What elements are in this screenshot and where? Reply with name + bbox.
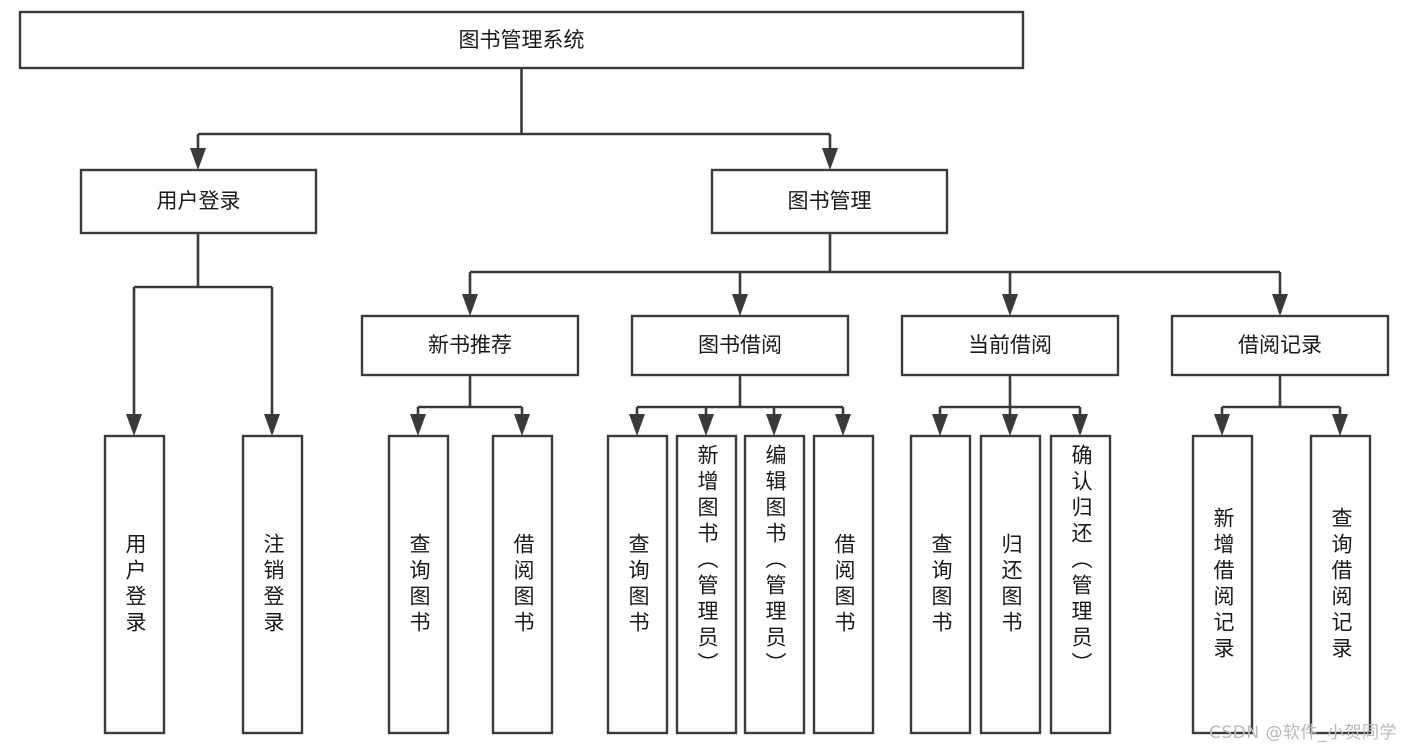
connector-group-new-book (410, 375, 530, 436)
node-current-borrow-rect[interactable] (900, 314, 1120, 377)
leaf-box-book-borrow-4[interactable] (812, 434, 875, 735)
node-root-rect[interactable] (18, 10, 1025, 70)
node-book-borrow-label: 图书借阅 (698, 333, 782, 357)
leaf-box-book-borrow-3[interactable] (743, 434, 806, 735)
node-book-manage-rect[interactable] (710, 168, 949, 235)
connector-group-current-borrow (932, 375, 1088, 436)
leaf-box-new-book-2[interactable] (491, 434, 554, 735)
node-borrow-records-rect[interactable] (1170, 314, 1390, 377)
arrow-head-newbook-1 (410, 414, 426, 436)
arrow-head-bookmanage-4 (1272, 294, 1288, 316)
leaf-box-book-borrow-2[interactable] (675, 434, 738, 735)
leaf-box-borrow-records-1[interactable] (1191, 434, 1254, 735)
connector-group-book-borrow (629, 375, 851, 436)
leaf-box-current-borrow-2[interactable] (979, 434, 1042, 735)
leaf-box-user-login-1[interactable] (103, 434, 166, 735)
leaf-box-new-book-1[interactable] (387, 434, 450, 735)
arrow-head-borrowrecords-1 (1214, 414, 1230, 436)
node-current-borrow-label: 当前借阅 (968, 333, 1052, 357)
arrow-head-userlogin-2 (264, 414, 280, 436)
connector-group-book-manage (462, 233, 1288, 316)
arrow-head-root-2 (822, 148, 838, 170)
leaf-box-current-borrow-1[interactable] (909, 434, 972, 735)
arrow-head-bookborrow-3 (766, 414, 782, 436)
arrow-head-currentborrow-1 (932, 414, 948, 436)
arrow-head-borrowrecords-2 (1332, 414, 1348, 436)
node-user-login[interactable]: 用户登录 (79, 168, 318, 235)
node-user-login-rect[interactable] (79, 168, 318, 235)
node-new-book-recommend-label: 新书推荐 (428, 333, 512, 357)
connector-group-user-login (126, 233, 280, 436)
arrow-head-bookmanage-2 (732, 294, 748, 316)
arrow-head-userlogin-1 (126, 414, 142, 436)
arrow-head-newbook-2 (514, 414, 530, 436)
leaf-box-borrow-records-2[interactable] (1309, 434, 1372, 735)
leaf-box-user-login-2[interactable] (241, 434, 304, 735)
connector-group-borrow-records (1214, 375, 1348, 436)
node-book-manage-label: 图书管理 (788, 189, 872, 213)
node-new-book-recommend-rect[interactable] (360, 314, 580, 377)
watermark-text: CSDN @软件_小贺同学 (1209, 723, 1397, 743)
arrow-head-root-1 (190, 148, 206, 170)
node-current-borrow[interactable]: 当前借阅 (900, 314, 1120, 377)
leaf-box-book-borrow-1[interactable] (606, 434, 669, 735)
connector-group-root (190, 68, 838, 170)
node-user-login-label: 用户登录 (157, 189, 241, 213)
node-root-label: 图书管理系统 (459, 28, 585, 52)
arrow-head-bookmanage-1 (462, 294, 478, 316)
node-borrow-records[interactable]: 借阅记录 (1170, 314, 1390, 377)
arrow-head-currentborrow-2 (1002, 414, 1018, 436)
node-borrow-records-label: 借阅记录 (1238, 333, 1322, 357)
node-root[interactable]: 图书管理系统 (18, 10, 1025, 70)
node-book-borrow[interactable]: 图书借阅 (630, 314, 850, 377)
arrow-head-bookborrow-2 (698, 414, 714, 436)
node-book-borrow-rect[interactable] (630, 314, 850, 377)
node-book-manage[interactable]: 图书管理 (710, 168, 949, 235)
node-new-book-recommend[interactable]: 新书推荐 (360, 314, 580, 377)
leaf-box-current-borrow-3[interactable] (1049, 434, 1112, 735)
arrow-head-bookborrow-1 (629, 414, 645, 436)
arrow-head-bookmanage-3 (1002, 294, 1018, 316)
arrow-head-bookborrow-4 (835, 414, 851, 436)
arrow-head-currentborrow-3 (1072, 414, 1088, 436)
